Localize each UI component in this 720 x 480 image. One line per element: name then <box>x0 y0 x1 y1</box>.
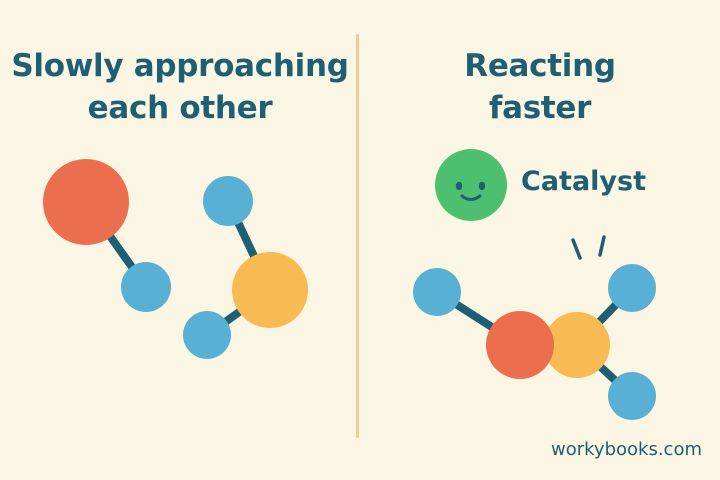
left-panel-title: Slowly approaching each other <box>0 45 360 129</box>
red-atom <box>486 311 554 379</box>
left-molecule-a <box>43 159 171 312</box>
catalyst-eye-right <box>478 181 486 191</box>
blue-atom <box>121 262 171 312</box>
reaction-spark-mark <box>571 238 582 260</box>
blue-atom <box>183 311 231 359</box>
red-atom <box>43 159 129 245</box>
blue-atom <box>608 372 656 420</box>
left-title-line-1: Slowly approaching <box>11 48 349 84</box>
left-title-line-2: each other <box>87 90 273 126</box>
left-molecule-b <box>183 176 308 359</box>
catalyst-smile <box>460 194 482 201</box>
right-molecule <box>413 235 656 420</box>
orange-atom <box>544 312 610 378</box>
right-title-line-1: Reacting <box>464 48 616 84</box>
catalyst-label: Catalyst <box>521 166 646 197</box>
orange-atom <box>232 252 308 328</box>
right-panel-title: Reacting faster <box>360 45 720 129</box>
blue-atom <box>608 264 656 312</box>
source-credit: workybooks.com <box>551 439 702 460</box>
reaction-spark-mark <box>598 235 606 257</box>
catalyst-circle <box>435 149 507 221</box>
catalyst <box>435 149 507 221</box>
blue-atom <box>413 268 461 316</box>
blue-atom <box>203 176 253 226</box>
catalyst-eye-left <box>455 181 463 191</box>
panel-divider <box>356 34 359 438</box>
right-title-line-2: faster <box>488 90 592 126</box>
